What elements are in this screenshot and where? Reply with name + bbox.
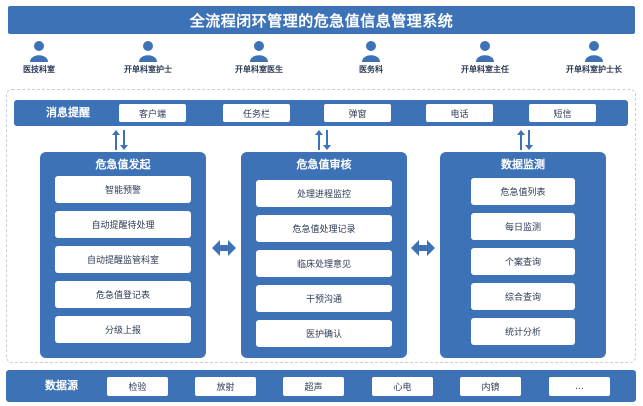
column-item: 分级上报 [55,316,191,343]
double-arrow-vertical-icon [112,130,128,150]
role-label: 开单科室护士长 [566,65,622,74]
role-order-nurse: 开单科室护士 [103,40,193,75]
role-label: 开单科室主任 [461,65,509,74]
person-icon [362,41,380,62]
channel-popup: 弹窗 [324,104,391,122]
column-item: 危急值列表 [471,178,575,205]
column-item: 个案查询 [471,248,575,275]
role-dept-director: 开单科室主任 [440,40,530,75]
column-item: 干预沟通 [256,285,392,312]
column-item: 医护确认 [256,320,392,347]
double-arrow-horizontal-icon [411,240,435,256]
role-label: 医务科 [359,65,383,74]
data-source-label: 数据源 [45,379,78,392]
channel-phone: 电话 [426,104,493,122]
double-arrow-vertical-icon [315,130,331,150]
column-title: 数据监测 [501,158,545,171]
system-frame [6,89,636,363]
role-head-nurse: 开单科室护士长 [549,40,639,75]
column-item: 综合查询 [471,283,575,310]
column-item: 自动提醒监管科室 [55,246,191,273]
source-ultrasound: 超声 [283,377,344,396]
column-item: 智能预警 [55,176,191,203]
data-source-bar: 数据源 检验 放射 超声 心电 内镜 … [6,370,636,402]
role-order-doctor: 开单科室医生 [214,40,304,75]
column-item: 危急值处理记录 [256,215,392,242]
column-item: 危急值登记表 [55,281,191,308]
role-medical-affairs: 医务科 [326,40,416,75]
double-arrow-horizontal-icon [212,240,236,256]
source-radiology: 放射 [195,377,256,396]
channel-client: 客户端 [119,104,186,122]
role-label: 开单科室护士 [124,65,172,74]
column-item: 自动提醒待处理 [55,211,191,238]
double-arrow-vertical-icon [517,130,533,150]
person-icon [250,41,268,62]
role-medtech: 医技科室 [0,40,84,75]
column-initiate: 危急值发起 智能预警 自动提醒待处理 自动提醒监管科室 危急值登记表 分级上报 [40,152,206,358]
column-title: 危急值发起 [95,158,151,171]
role-label: 开单科室医生 [235,65,283,74]
title-bar: 全流程闭环管理的危急值信息管理系统 [8,6,635,34]
source-lab: 检验 [107,377,168,396]
channel-taskbar: 任务栏 [223,104,290,122]
source-ecg: 心电 [372,377,433,396]
person-icon [476,41,494,62]
column-item: 每日监测 [471,213,575,240]
role-label: 医技科室 [23,65,55,74]
column-item: 临床处理意见 [256,250,392,277]
page-title: 全流程闭环管理的危急值信息管理系统 [189,11,454,30]
column-title: 危急值审核 [296,158,352,171]
column-monitor: 数据监测 危急值列表 每日监测 个案查询 综合查询 统计分析 [440,152,606,358]
column-item: 处理进程监控 [256,180,392,207]
source-endoscopy: 内镜 [460,377,521,396]
person-icon [139,41,157,62]
person-icon [585,41,603,62]
column-review: 危急值审核 处理进程监控 危急值处理记录 临床处理意见 干预沟通 医护确认 [241,152,407,358]
person-icon [30,41,48,62]
source-more: … [549,377,610,396]
message-bar: 消息提醒 客户端 任务栏 弹窗 电话 短信 [14,100,628,126]
message-bar-label: 消息提醒 [46,106,90,119]
channel-sms: 短信 [529,104,596,122]
column-item: 统计分析 [471,318,575,345]
